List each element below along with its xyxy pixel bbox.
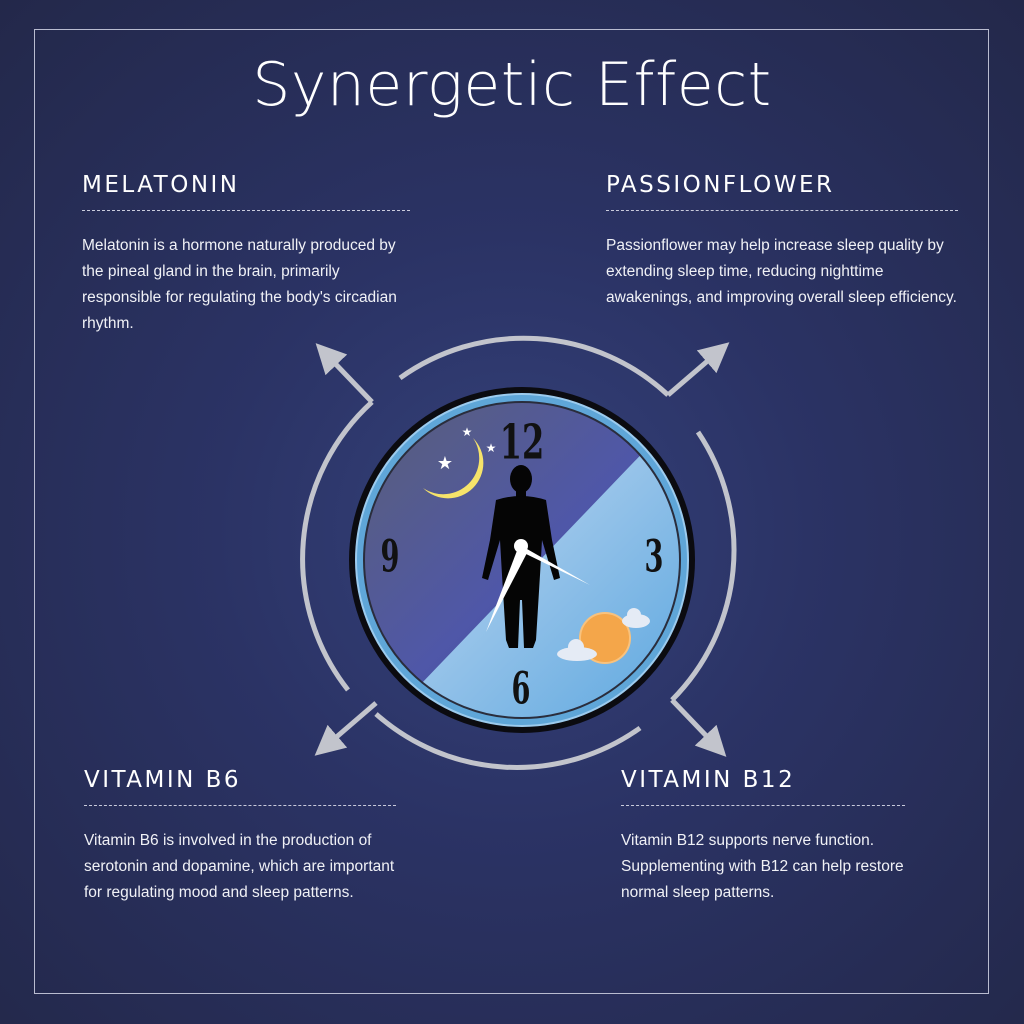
clock-hands bbox=[486, 539, 590, 632]
divider bbox=[84, 805, 396, 806]
star-icon: ★ bbox=[486, 441, 497, 455]
section-body: Passionflower may help increase sleep qu… bbox=[606, 237, 957, 306]
divider bbox=[621, 805, 905, 806]
section-vitamin-b6: VITAMIN B6 Vitamin B6 is involved in the… bbox=[84, 767, 396, 906]
section-vitamin-b12: VITAMIN B12 Vitamin B12 supports nerve f… bbox=[621, 767, 905, 906]
arrow-icon bbox=[314, 701, 378, 756]
section-heading: MELATONIN bbox=[82, 172, 240, 198]
arc-top bbox=[398, 335, 670, 397]
numeral-6: 6 bbox=[512, 663, 531, 715]
arrow-icon bbox=[315, 343, 374, 404]
section-passionflower: PASSIONFLOWER Passionflower may help inc… bbox=[606, 172, 958, 311]
cloud-icon bbox=[557, 639, 597, 661]
numeral-3: 3 bbox=[645, 531, 664, 583]
section-heading: PASSIONFLOWER bbox=[606, 172, 835, 198]
moon-icon bbox=[423, 438, 484, 499]
star-icon: ★ bbox=[437, 453, 453, 474]
divider bbox=[606, 210, 958, 211]
arc-right bbox=[670, 430, 737, 702]
arrow-ring bbox=[300, 335, 737, 770]
divider bbox=[82, 210, 410, 211]
human-silhouette-icon bbox=[482, 465, 560, 648]
page-title: Synergetic Effect bbox=[252, 50, 772, 120]
section-body: Vitamin B6 is involved in the production… bbox=[84, 832, 395, 901]
section-body: Melatonin is a hormone naturally produce… bbox=[82, 237, 397, 332]
arc-bottom bbox=[374, 712, 642, 770]
arrow-icon bbox=[666, 342, 730, 397]
numeral-9: 9 bbox=[381, 531, 400, 583]
numeral-12: 12 bbox=[500, 414, 545, 470]
section-body: Vitamin B12 supports nerve function. Sup… bbox=[621, 832, 904, 901]
section-melatonin: MELATONIN Melatonin is a hormone natural… bbox=[82, 172, 410, 337]
section-heading: VITAMIN B12 bbox=[621, 767, 796, 793]
cloud-icon bbox=[622, 608, 650, 628]
minute-hand bbox=[486, 548, 527, 632]
arc-left bbox=[300, 400, 374, 692]
star-icon: ★ bbox=[462, 425, 473, 439]
hour-hand bbox=[520, 545, 590, 585]
section-heading: VITAMIN B6 bbox=[84, 767, 242, 793]
arrow-icon bbox=[670, 698, 727, 757]
border-frame bbox=[34, 29, 989, 994]
